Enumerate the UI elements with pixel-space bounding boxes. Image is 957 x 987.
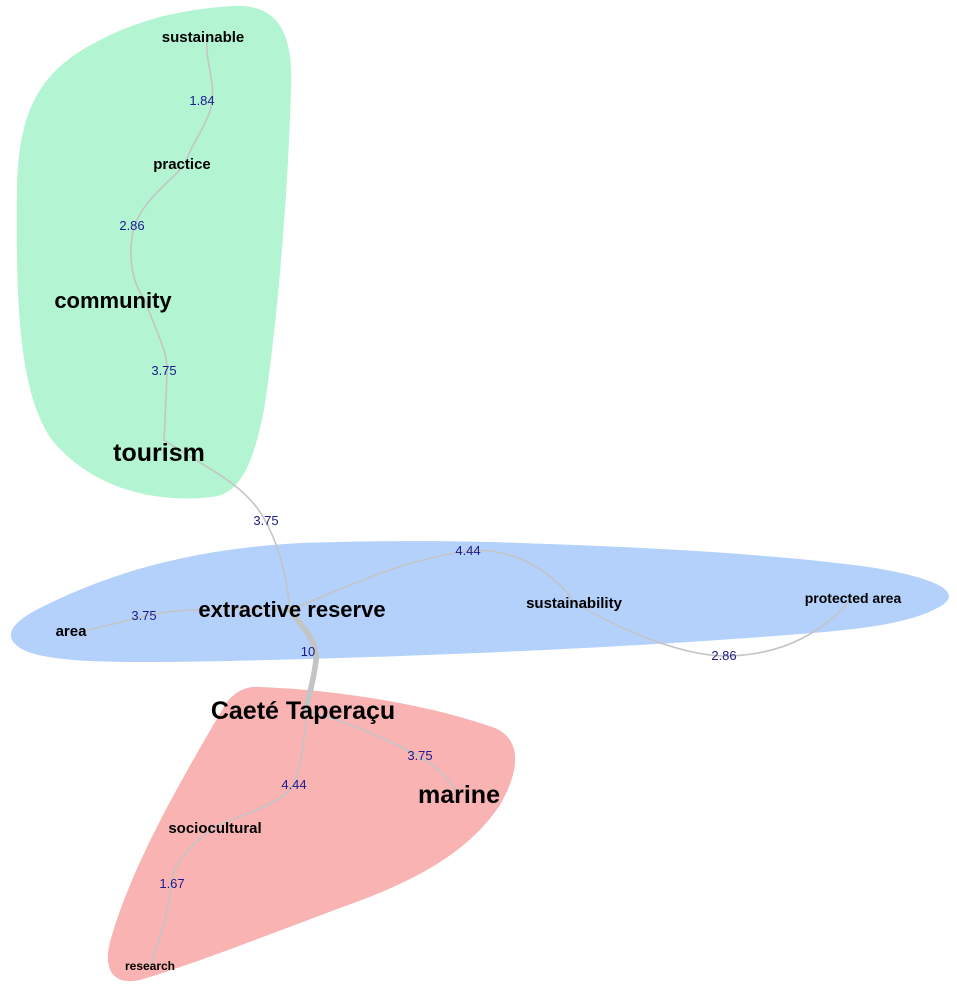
node-community: community xyxy=(54,288,172,313)
edge-extractive-sustainability xyxy=(289,549,575,611)
edge-label-sustainable-practice: 1.84 xyxy=(189,93,214,108)
edge-label-extractive-caete: 10 xyxy=(301,644,315,659)
node-extractive-reserve: extractive reserve xyxy=(198,597,385,622)
edge-community-tourism xyxy=(144,299,168,441)
node-area: area xyxy=(56,623,88,640)
edge-label-area-extractive: 3.75 xyxy=(131,608,156,623)
node-practice: practice xyxy=(153,156,211,173)
edge-sociocultural-research xyxy=(149,826,216,967)
node-caete-taperacu: Caeté Taperaçu xyxy=(211,697,395,725)
node-marine: marine xyxy=(418,781,500,809)
edge-extractive-caete xyxy=(287,607,319,713)
edge-label-caete-marine: 3.75 xyxy=(407,748,432,763)
node-research: research xyxy=(125,959,175,973)
node-protected-area: protected area xyxy=(805,590,902,606)
edge-label-practice-community: 2.86 xyxy=(119,218,144,233)
node-tourism: tourism xyxy=(113,439,205,467)
edge-label-caete-sociocultural: 4.44 xyxy=(281,777,306,792)
edge-area-extractive xyxy=(79,608,291,633)
cluster-green-hull xyxy=(16,5,292,499)
node-sustainable: sustainable xyxy=(162,29,245,46)
node-sustainability: sustainability xyxy=(526,595,623,612)
edge-label-sustainability-protected: 2.86 xyxy=(711,648,736,663)
edge-sustainable-practice xyxy=(184,39,214,166)
edge-practice-community xyxy=(130,164,186,301)
edge-caete-marine xyxy=(305,709,459,796)
edge-tourism-extractive xyxy=(163,439,291,611)
edge-label-extractive-sustainability: 4.44 xyxy=(455,543,480,558)
edge-label-sociocultural-research: 1.67 xyxy=(159,876,184,891)
edge-label-tourism-extractive: 3.75 xyxy=(253,513,278,528)
node-sociocultural: sociocultural xyxy=(168,820,261,837)
cluster-red-hull xyxy=(107,686,516,982)
cluster-blue-hull xyxy=(10,541,949,663)
edge-label-community-tourism: 3.75 xyxy=(151,363,176,378)
edge-caete-sociocultural xyxy=(214,709,307,828)
edge-sustainability-protected xyxy=(573,597,853,657)
